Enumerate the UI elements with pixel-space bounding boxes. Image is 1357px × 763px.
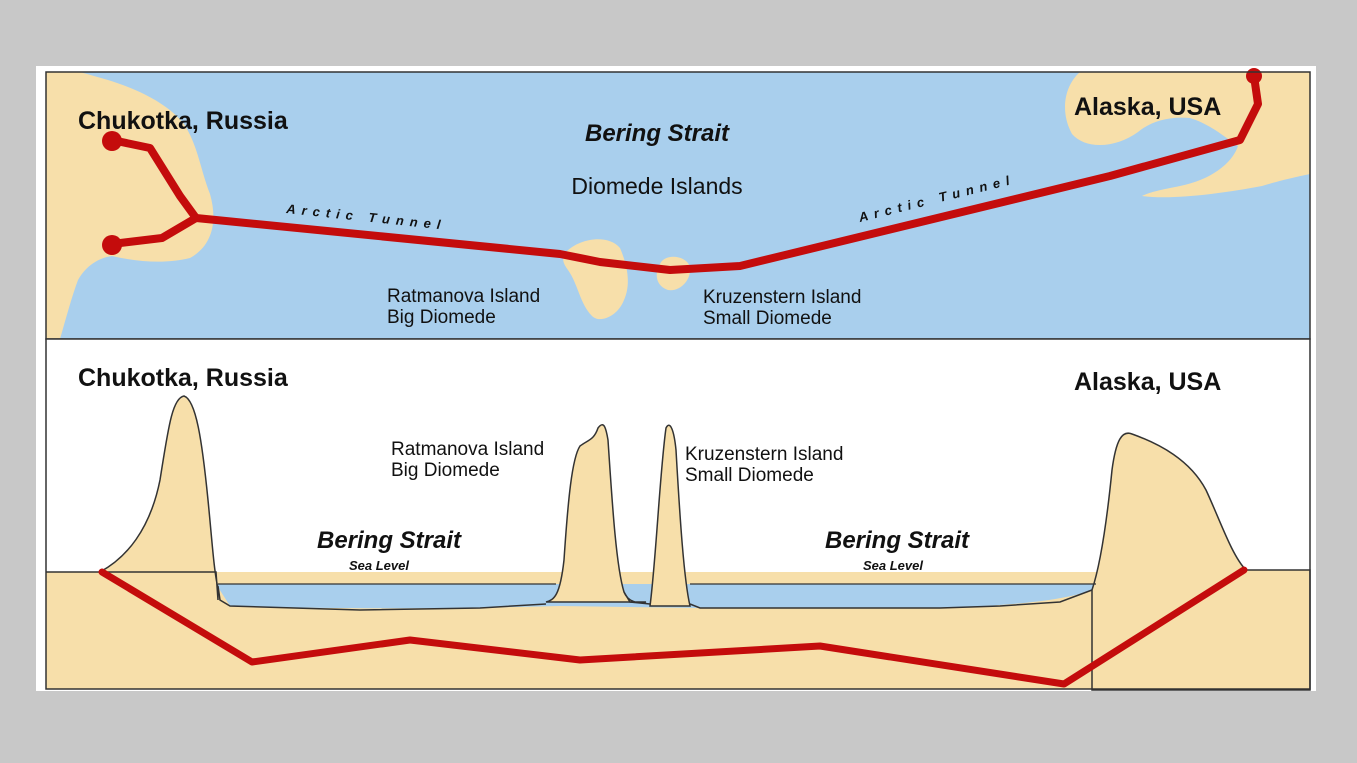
profile-big-diomede-alt-name: Big Diomede <box>391 460 500 481</box>
profile-small-diomede-name: Kruzenstern Island <box>685 444 843 465</box>
profile-sealevel-right-label: Sea Level <box>863 558 923 573</box>
profile-big-diomede-name: Ratmanova Island <box>391 439 544 460</box>
arctic-tunnel-route-profile <box>98 566 1248 688</box>
seabed-line <box>217 585 547 611</box>
profile-strait-left-label: Bering Strait <box>317 527 462 554</box>
map-panel: Chukotka, Russia Alaska, USA Bering Stra… <box>45 68 1311 340</box>
profile-sealevel-left-label: Sea Level <box>349 558 409 573</box>
map-small-diomede-alt-name: Small Diomede <box>703 308 832 329</box>
profile-panel: Chukotka, Russia Alaska, USA Ratmanova I… <box>45 338 1311 691</box>
arctic-tunnel-route-map <box>192 72 1262 274</box>
map-usa-label: Alaska, USA <box>1074 93 1221 121</box>
map-small-diomede-name: Kruzenstern Island <box>703 287 861 308</box>
big-diomede-profile <box>545 424 647 604</box>
tunnel-terminal-north <box>102 131 122 151</box>
profile-russia-label: Chukotka, Russia <box>78 364 289 392</box>
seabed-line-right <box>689 589 1093 609</box>
tunnel-terminal-south <box>102 235 122 255</box>
tunnel-branch-north <box>108 136 200 222</box>
profile-small-diomede-alt-name: Small Diomede <box>685 465 814 486</box>
tunnel-terminal-alaska <box>1246 68 1262 84</box>
map-russia-label: Chukotka, Russia <box>78 107 289 135</box>
alaska-landmass <box>1065 72 1310 198</box>
small-diomede-profile <box>649 424 691 607</box>
profile-panel-border <box>45 338 1311 690</box>
chukotka-landmass <box>46 72 214 339</box>
map-big-diomede-alt-name: Big Diomede <box>387 307 496 328</box>
map-islands-group-label: Diomede Islands <box>571 173 742 199</box>
map-strait-label: Bering Strait <box>585 120 730 147</box>
profile-strait-right-label: Bering Strait <box>825 527 970 554</box>
tunnel-branch-south <box>108 214 200 248</box>
alaska-profile <box>1091 432 1311 691</box>
chukotka-profile <box>99 395 219 601</box>
profile-usa-label: Alaska, USA <box>1074 368 1221 396</box>
seabed-line-middle <box>623 591 651 605</box>
map-big-diomede-name: Ratmanova Island <box>387 286 540 307</box>
